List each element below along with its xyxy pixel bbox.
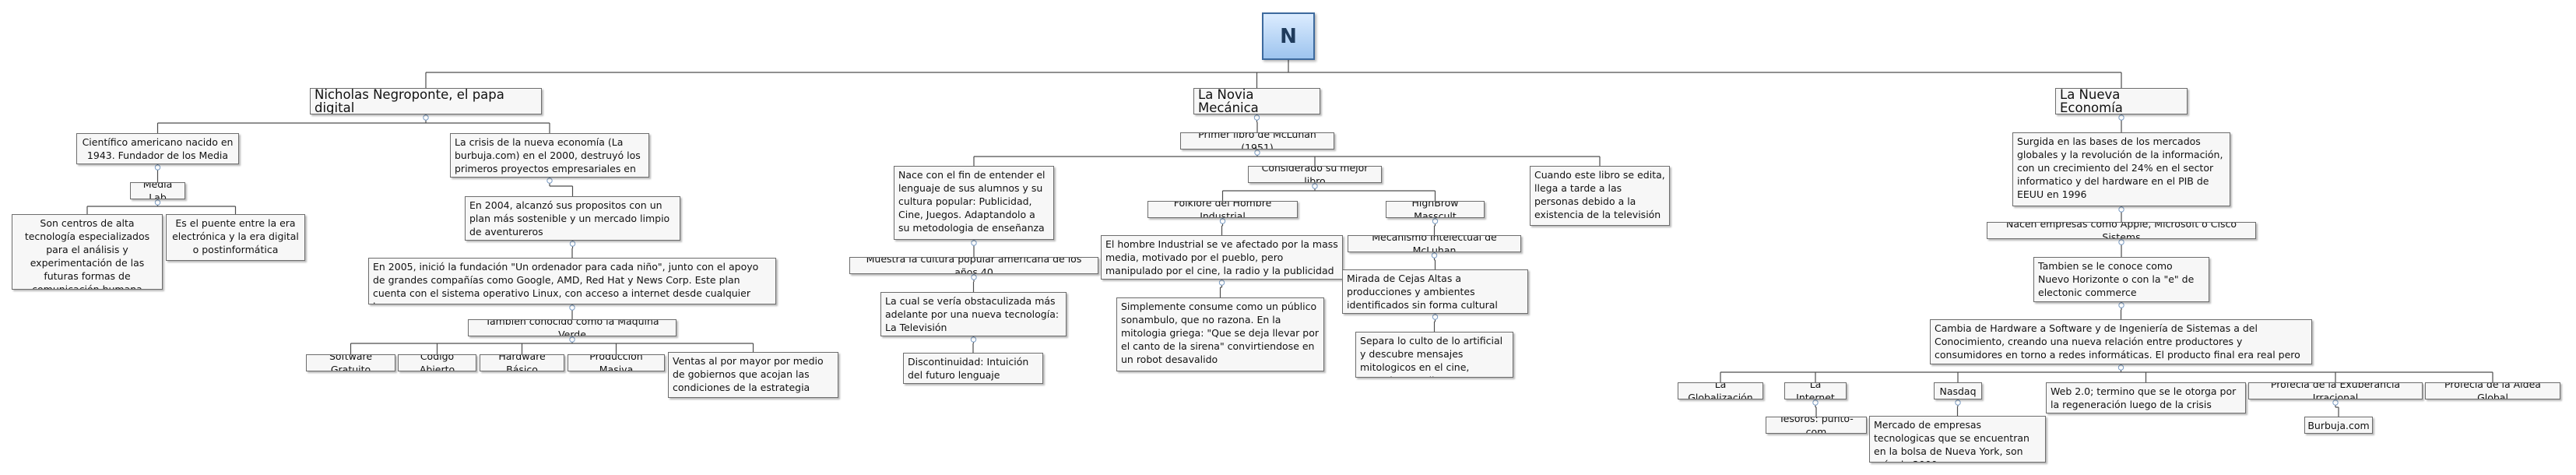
collapse-marker bbox=[2118, 239, 2124, 245]
node-mecanismo-intelectual[interactable]: Mecanismo Intelectual de McLuhan bbox=[1348, 235, 1521, 252]
collapse-marker bbox=[1218, 280, 1225, 286]
collapse-marker bbox=[1219, 218, 1226, 224]
collapse-marker bbox=[2332, 399, 2339, 406]
node-centros-alta-tecnologia[interactable]: Son centros de alta tecnología especiali… bbox=[12, 214, 163, 290]
collapse-marker bbox=[1955, 399, 1961, 406]
node-web-2-0[interactable]: Web 2.0; termino que se le otorga por la… bbox=[2046, 382, 2246, 413]
collapse-marker bbox=[971, 240, 977, 246]
collapse-marker bbox=[154, 164, 161, 171]
node-ventas-al-por-mayor[interactable]: Ventas al por mayor por medio de gobiern… bbox=[668, 352, 838, 398]
node-media-lab[interactable]: Media Lab bbox=[130, 182, 185, 199]
node-burbuja-com[interactable]: Burbuja.com bbox=[2304, 417, 2373, 434]
node-cuando-este-libro[interactable]: Cuando este libro se edita, llega a tard… bbox=[1530, 166, 1670, 226]
collapse-marker bbox=[2118, 206, 2124, 213]
node-cientifico-americano[interactable]: Científico americano nacido en 1943. Fun… bbox=[76, 133, 239, 164]
node-mirada-cejas-altas[interactable]: Mirada de Cejas Altas a producciones y a… bbox=[1342, 269, 1528, 314]
node-separa-lo-culto[interactable]: Separa lo culto de lo artificial y descu… bbox=[1355, 332, 1513, 378]
collapse-marker bbox=[569, 336, 575, 343]
node-muestra-cultura-popular[interactable]: Muestra la cultura popular américana de … bbox=[849, 257, 1098, 274]
collapse-marker bbox=[1432, 218, 1439, 224]
collapse-marker bbox=[569, 304, 575, 311]
node-mercado-empresas-tecnologicas[interactable]: Mercado de empresas tecnologicas que se … bbox=[1869, 416, 2046, 463]
node-la-internet[interactable]: La Internet bbox=[1784, 382, 1847, 399]
root-node[interactable]: N bbox=[1262, 12, 1315, 60]
collapse-marker bbox=[971, 274, 977, 280]
node-folklore-hombre-industrial[interactable]: Folklore del Hombre Industrial bbox=[1147, 201, 1298, 218]
node-cambia-hardware-software[interactable]: Cambia de Hardware a Software y de Ingen… bbox=[1930, 319, 2312, 364]
collapse-marker bbox=[2117, 364, 2124, 371]
node-nasdaq[interactable]: Nasdaq bbox=[1934, 382, 1982, 399]
node-nueva-tecnologia-television[interactable]: La cual se vería obstaculizada más adela… bbox=[880, 292, 1067, 336]
collapse-marker bbox=[423, 114, 429, 121]
collapse-marker bbox=[970, 336, 977, 343]
node-profecia-exuberancia[interactable]: Profecia de la Exuberancia Irracional bbox=[2248, 382, 2423, 399]
collapse-marker bbox=[546, 178, 553, 184]
collapse-marker bbox=[1254, 150, 1260, 156]
node-maquina-verde[interactable]: Tambien conocido cómo la Maquina Verde bbox=[468, 319, 677, 336]
node-produccion-masiva[interactable]: Producción Masiva bbox=[568, 354, 665, 371]
topic-negroponte[interactable]: Nicholas Negroponte, el papa digital bbox=[310, 88, 542, 114]
collapse-marker bbox=[2118, 302, 2124, 308]
node-la-globalizacion[interactable]: La Globalización bbox=[1678, 382, 1763, 399]
node-nace-con-el-fin[interactable]: Nace con el fin de entender el lenguaje … bbox=[894, 166, 1054, 240]
node-nacen-empresas[interactable]: Nacen empresas como Apple, Microsoft o C… bbox=[1987, 222, 2256, 239]
collapse-marker bbox=[1253, 114, 1260, 121]
node-crisis-nueva-economia[interactable]: La crisis de la nueva economía (La burbu… bbox=[450, 133, 649, 178]
collapse-marker bbox=[1312, 183, 1318, 189]
node-discontinuidad[interactable]: Discontinuidad: Intuición del futuro len… bbox=[903, 353, 1043, 384]
node-profecia-aldea-global[interactable]: Profecia de la Aldea Global bbox=[2425, 382, 2560, 399]
collapse-marker bbox=[2118, 114, 2124, 121]
node-hombre-industrial[interactable]: El hombre Industrial se ve afectado por … bbox=[1101, 235, 1343, 280]
node-puente-era-digital[interactable]: Es el puente entre la era electrónica y … bbox=[166, 214, 305, 261]
node-software-gratuito[interactable]: Software Gratuito bbox=[306, 354, 395, 371]
collapse-marker bbox=[1431, 252, 1438, 259]
node-en-2005[interactable]: En 2005, inició la fundación "Un ordenad… bbox=[368, 258, 776, 304]
node-nuevo-horizonte[interactable]: Tambien se le conoce como Nuevo Horizont… bbox=[2033, 257, 2209, 302]
collapse-marker bbox=[154, 199, 161, 206]
node-codigo-abierto[interactable]: Código Abierto bbox=[398, 354, 476, 371]
node-simplemente-consume[interactable]: Simplemente consume como un público sona… bbox=[1116, 297, 1324, 371]
node-hardware-basico[interactable]: Hardware Básico bbox=[480, 354, 564, 371]
topic-novia-mecanica[interactable]: La Novia Mecánica bbox=[1193, 88, 1320, 114]
node-en-2004[interactable]: En 2004, alcanzó sus propositos con un p… bbox=[465, 196, 680, 241]
collapse-marker bbox=[1432, 314, 1439, 320]
collapse-marker bbox=[1812, 399, 1819, 406]
node-surgida-mercados-globales[interactable]: Surgida en las bases de los mercados glo… bbox=[2012, 132, 2230, 206]
topic-nueva-economia[interactable]: La Nueva Economía bbox=[2055, 88, 2188, 114]
node-considerado-mejor-libro[interactable]: Considerado su mejor libro bbox=[1248, 166, 1382, 183]
node-tesoros-punto-com[interactable]: Tesoros: punto-com bbox=[1766, 417, 1867, 434]
collapse-marker bbox=[569, 241, 576, 247]
node-primer-libro[interactable]: Primer libro de McLuhan (1951) bbox=[1180, 132, 1334, 150]
node-highbrow-masscult[interactable]: HighBrow Masscult bbox=[1386, 201, 1485, 218]
